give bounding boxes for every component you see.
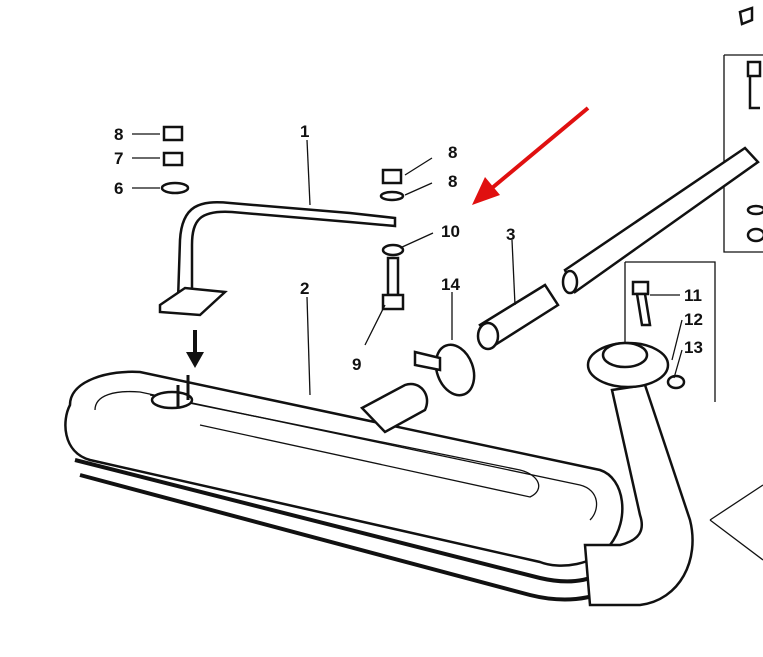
inset-box-upper-right [723, 6, 763, 253]
fasteners-right [631, 280, 686, 390]
label-13: 13 [684, 338, 703, 357]
inlet-stub [359, 382, 429, 434]
label-7: 7 [114, 149, 123, 168]
inset-box-right [624, 261, 716, 402]
label-6: 6 [114, 179, 123, 198]
label-3: 3 [506, 225, 515, 244]
clamp [413, 343, 476, 397]
label-1: 1 [300, 122, 309, 141]
label-10: 10 [441, 222, 460, 241]
label-9: 9 [352, 355, 361, 374]
bracket [158, 201, 397, 368]
inset-corner [709, 484, 763, 561]
highlight-arrow [472, 106, 590, 205]
label-11: 11 [684, 286, 702, 305]
label-8: 8 [448, 172, 457, 191]
pipe [476, 146, 760, 351]
silencer-body [64, 370, 627, 602]
label-8: 8 [448, 143, 457, 162]
leader-lines [132, 133, 683, 396]
label-2: 2 [300, 279, 309, 298]
label-14: 14 [441, 275, 460, 294]
fasteners-center [379, 168, 405, 311]
studs [176, 375, 190, 408]
label-12: 12 [684, 310, 703, 329]
label-8: 8 [114, 125, 123, 144]
tailpipe-elbow [583, 341, 694, 607]
fasteners-left [160, 125, 190, 195]
